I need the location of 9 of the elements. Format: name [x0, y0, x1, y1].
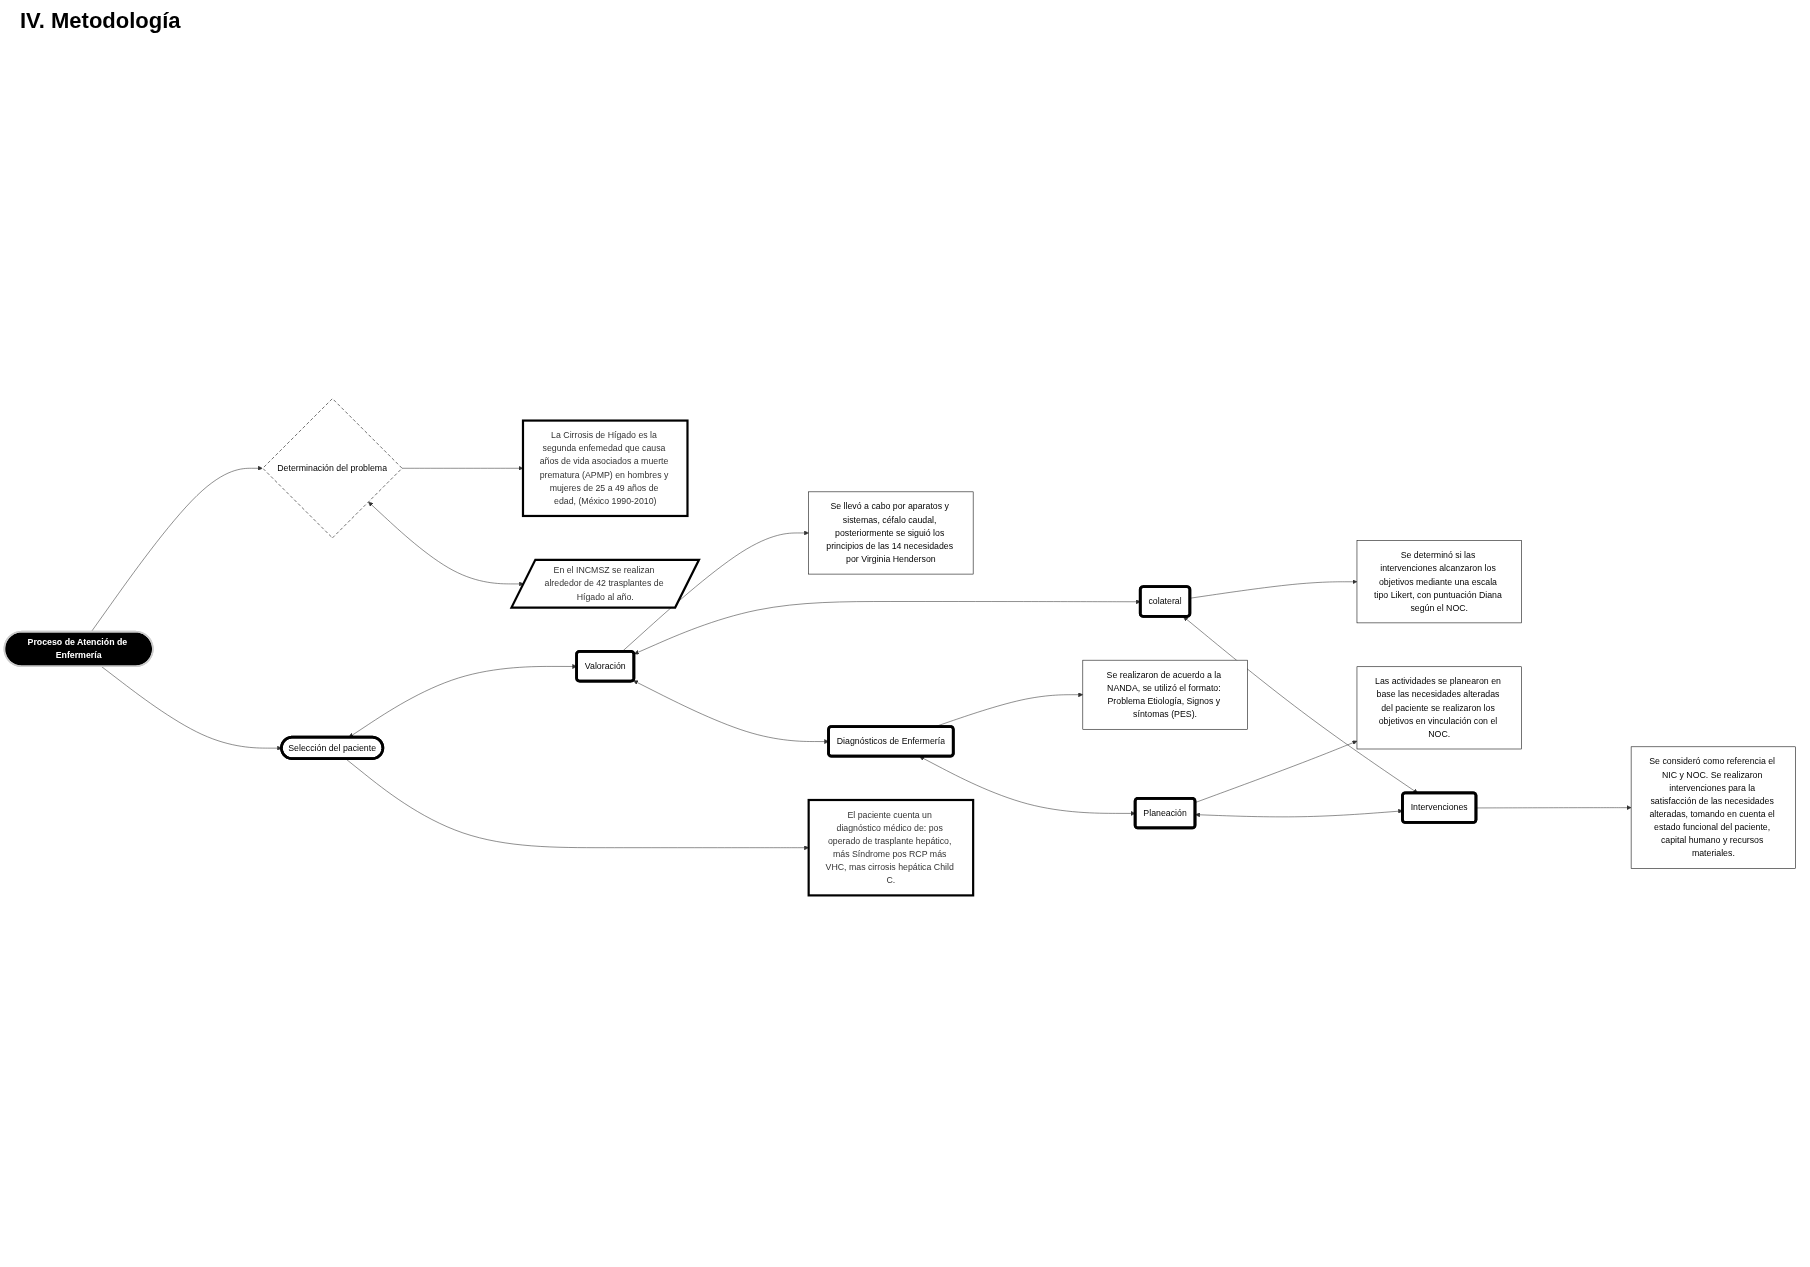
- node-box: El paciente cuenta un diagnóstico médico de: pos operado de trasplante hepático, más Síndrome pos RCP más VHC, mas cirrosis hepática Child C.: [807, 798, 975, 897]
- node-box: Se determinó si las intervenciones alcanzaron los objetivos mediante una escala tipo Likert, con puntuación Diana según el NOC.: [1356, 540, 1522, 624]
- node-box: Las actividades se planearon en base las necesidades alteradas del paciente se realizaron los objetivos en vinculación con el NOC.: [1356, 666, 1522, 750]
- node-diamond: Determinación del problema: [262, 398, 403, 539]
- node-box: Se consideró como referencia el NIC y NOC. Se realizaron intervenciones para la satisfacción de las necesidades alteradas, tomando en cuenta el estado funcional del paciente, capital humano y recursos materiales.: [1630, 746, 1796, 869]
- node-box: Se llevó a cabo por aparatos y sistemas, céfalo caudal, posteriormente se siguió los principios de las 14 necesidades por Virginia Henderson: [808, 491, 974, 575]
- node-box: La Cirrosis de Hígado es la segunda enfemedad que causa años de vida asociados a muerte prematura (APMP) en hombres y mujeres de 25 a 49 años de edad, (México 1990-2010): [521, 419, 689, 518]
- section-title: IV. Metodología: [20, 8, 182, 34]
- node-box: Se realizaron de acuerdo a la NANDA, se utilizó el formato: Problema Etiología, Signos y síntomas (PES).: [1082, 659, 1248, 730]
